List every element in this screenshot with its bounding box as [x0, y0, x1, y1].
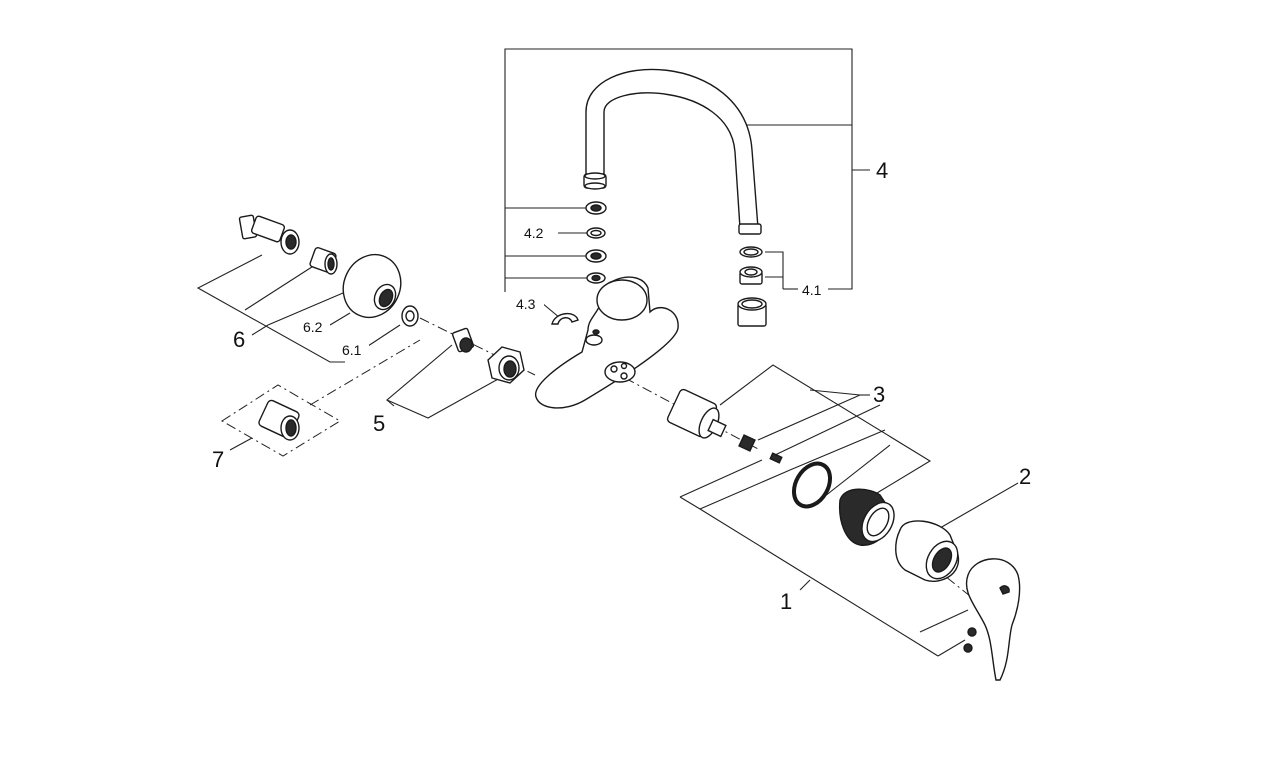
tap-body: [535, 276, 679, 409]
callout-5: 5: [373, 411, 385, 436]
wall-connector: [238, 214, 300, 255]
eccentric-adapter: [309, 246, 338, 275]
leader-lines: [196, 48, 1019, 657]
spout-pipe: [583, 68, 762, 235]
reducer-fitting: [258, 399, 300, 441]
lever-handle: [963, 558, 1021, 681]
aerator-parts: [737, 246, 767, 327]
callout-4-3: 4.3: [516, 296, 536, 312]
cover-sleeve: [895, 520, 960, 582]
washer: [401, 305, 419, 327]
cartridge: [666, 388, 783, 464]
callout-4-1: 4.1: [802, 282, 822, 298]
o-ring: [791, 461, 833, 509]
escutcheon: [342, 253, 402, 319]
callout-4: 4: [876, 158, 888, 183]
callout-4-2: 4.2: [524, 225, 544, 241]
callout-7: 7: [212, 447, 224, 472]
union-nut: [487, 346, 525, 384]
callout-6: 6: [233, 327, 245, 352]
threaded-nipple: [451, 327, 475, 353]
callout-6-2: 6.2: [303, 319, 323, 335]
callout-3: 3: [873, 382, 885, 407]
retaining-clip: [551, 313, 579, 325]
callout-labels: 4 4.2 4.1 4.3 6 6.2 6.1 5 7 3 2 1: [212, 158, 1031, 614]
callout-1: 1: [780, 589, 792, 614]
spout-small-parts: [585, 201, 607, 284]
callout-6-1: 6.1: [342, 342, 362, 358]
cartridge-nut: [838, 488, 895, 546]
callout-2: 2: [1019, 464, 1031, 489]
